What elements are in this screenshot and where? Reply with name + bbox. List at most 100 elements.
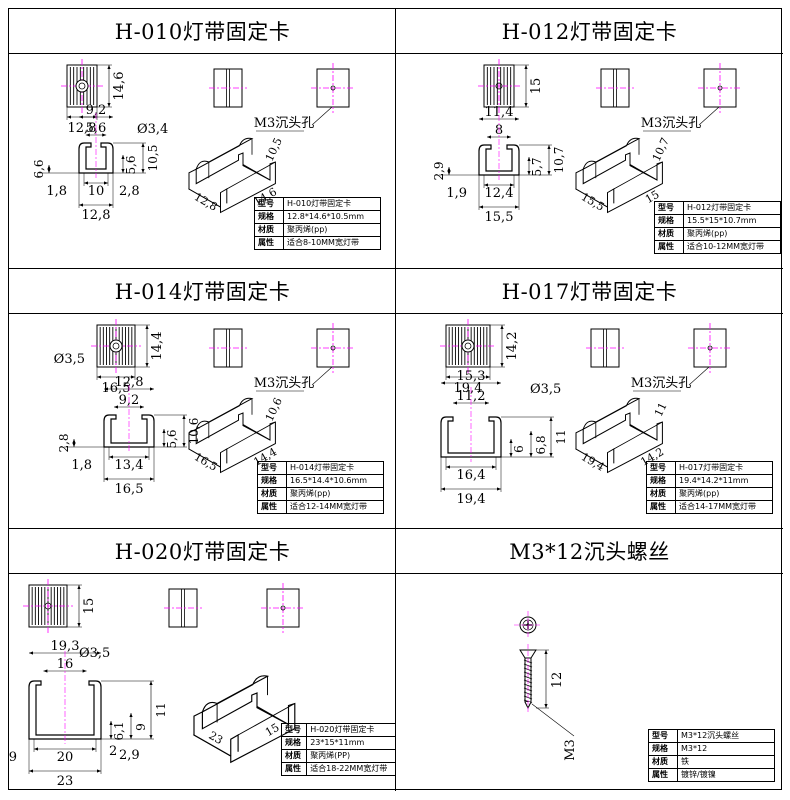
body-height-label: 15 — [529, 78, 544, 95]
dimension-arrow — [446, 465, 450, 469]
total-height-label: 10,5 — [146, 145, 160, 172]
spec-key: 型号 — [648, 729, 678, 743]
dimension-arrow — [515, 117, 519, 121]
dimension-arrow — [441, 487, 445, 491]
spec-key: 型号 — [654, 201, 684, 215]
dimension-arrow — [107, 103, 111, 107]
countersink-hole-inner — [78, 82, 86, 90]
dimension-arrow — [507, 135, 511, 139]
side-height-label: 2,9 — [432, 161, 446, 180]
panel-title: H-014灯带固定卡 — [9, 269, 396, 314]
drawing-line — [237, 703, 296, 736]
dimension-arrow — [84, 181, 88, 185]
dimension-arrow — [47, 169, 51, 173]
dimension-arrow — [527, 157, 531, 161]
clip-profile — [103, 414, 155, 448]
countersink-hole — [109, 339, 123, 353]
side-height-label: 2,8 — [57, 433, 71, 452]
panel-title: H-010灯带固定卡 — [9, 9, 396, 54]
top-width-label: 15,3 — [457, 369, 486, 384]
dimension-arrow — [29, 769, 33, 773]
dimension-arrow — [509, 439, 513, 443]
dimension-arrow — [446, 375, 450, 379]
dimension-arrow — [34, 747, 38, 751]
body-width-label: 16,5 — [102, 381, 131, 396]
dimension-arrow — [150, 477, 154, 481]
top-width-label: 12,8 — [115, 375, 144, 390]
total-height-label: 11 — [554, 429, 568, 444]
spec-key: 材质 — [254, 223, 284, 237]
body-width-label: 19,4 — [454, 381, 483, 396]
dimension-arrow — [72, 439, 76, 443]
spec-row: 属性适合8-10MM宽灯带 — [254, 236, 381, 250]
panel-title: M3*12沉头螺丝 — [396, 529, 783, 574]
body-height-label: 14,6 — [112, 72, 127, 101]
dimension-arrow — [162, 443, 166, 447]
spec-key: 材质 — [648, 755, 678, 769]
dimension-arrow — [547, 145, 551, 149]
spec-value: 16.5*14.4*10.6mm — [286, 474, 384, 488]
spec-key: 材质 — [257, 487, 287, 501]
drawing-line — [311, 106, 333, 126]
spec-key: 属性 — [648, 768, 678, 782]
dimension-arrow — [131, 375, 135, 379]
dimension-arrow — [524, 103, 528, 107]
panel-title: H-017灯带固定卡 — [396, 269, 783, 314]
dimension-arrow — [140, 405, 144, 409]
dimension-arrow — [129, 713, 133, 717]
dimension-arrow — [162, 429, 166, 433]
dimension-arrow — [109, 115, 113, 119]
dimension-arrow — [121, 155, 125, 159]
hole-diameter-label: Ø3,5 — [79, 646, 110, 661]
dimension-arrow — [145, 325, 149, 329]
spec-row: 材质聚丙烯(pp) — [654, 227, 781, 241]
total-height-label: 11 — [154, 702, 168, 717]
lip-height-label: 5,6 — [124, 155, 138, 174]
countersink-callout: M3沉头孔 — [254, 376, 315, 391]
base-inner-label: 16,4 — [457, 468, 486, 483]
dimension-arrow — [453, 401, 457, 405]
iso-height-label: 10,5 — [263, 136, 285, 164]
dimension-arrow — [510, 183, 514, 187]
dimension-arrow — [72, 443, 76, 447]
dimension-arrow — [97, 651, 101, 655]
spec-key: 属性 — [646, 500, 676, 514]
dimension-arrow — [149, 681, 153, 685]
dimension-arrow — [487, 135, 491, 139]
panel-5: H-020灯带固定卡15Ø3,5231519,31620236,19112,92… — [9, 529, 396, 789]
bottom-hole — [330, 85, 336, 91]
dimension-arrow — [182, 415, 186, 419]
dimension-arrow — [79, 115, 83, 119]
spec-value: H-020灯带固定卡 — [306, 723, 396, 737]
wall-label: 2,9 — [9, 750, 17, 765]
spec-row: 材质聚丙烯(pp) — [257, 487, 384, 501]
dimension-arrow — [77, 585, 81, 589]
isometric-view — [192, 675, 296, 764]
dimension-arrow — [447, 171, 451, 175]
dimension-arrow — [549, 417, 553, 421]
dimension-arrow — [547, 171, 551, 175]
wall-label: 1,9 — [446, 186, 467, 201]
clip-profile — [78, 142, 114, 174]
spec-value: H-017灯带固定卡 — [675, 461, 773, 475]
dimension-arrow — [486, 375, 490, 379]
iso-face — [575, 152, 663, 214]
spec-value: H-014灯带固定卡 — [286, 461, 384, 475]
drawing-line — [613, 161, 663, 190]
dimension-arrow — [141, 143, 145, 147]
spec-value: 12.8*14.6*10.5mm — [283, 210, 381, 224]
panel-title: H-012灯带固定卡 — [396, 9, 783, 54]
